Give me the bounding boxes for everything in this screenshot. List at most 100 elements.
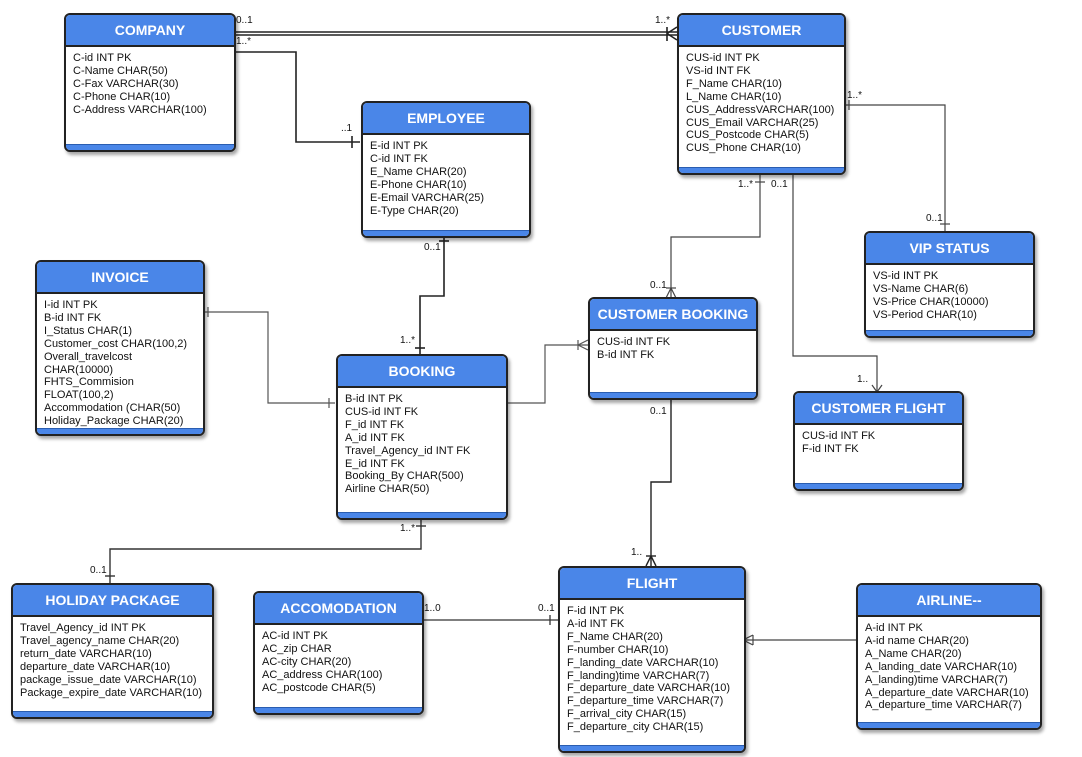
- entity-footer: [37, 428, 203, 434]
- cardinality-label: 1..0: [424, 603, 441, 614]
- entity-footer: [363, 230, 529, 236]
- attribute: CUS-id INT PK: [686, 52, 760, 64]
- attribute: AC-id INT PK: [262, 630, 328, 642]
- attribute: F_departure_date VARCHAR(10): [567, 682, 731, 695]
- entity-title: VIP STATUS: [866, 233, 1033, 265]
- entity-vip-status[interactable]: VIP STATUS VS-id INT PK VS-Name CHAR(6) …: [864, 231, 1035, 338]
- attribute: Travel_agency_name CHAR(20): [20, 634, 180, 647]
- attribute: CUS_Phone CHAR(10): [686, 142, 801, 155]
- entity-holiday-package[interactable]: HOLIDAY PACKAGE Travel_Agency_id INT PK …: [11, 583, 214, 719]
- attribute: C-Fax VARCHAR(30): [73, 77, 179, 90]
- attribute: CUS-id INT FK: [597, 336, 671, 348]
- entity-title: AIRLINE--: [858, 585, 1040, 617]
- cardinality-label: 0..1: [538, 603, 555, 614]
- rel-flight-airline: [742, 634, 857, 646]
- attribute: Travel_Agency_id INT FK: [345, 444, 471, 457]
- attribute: CUS-id INT FK: [802, 430, 876, 442]
- entity-employee[interactable]: EMPLOYEE E-id INT PK C-id INT FK E_Name …: [361, 101, 531, 238]
- cardinality-label: 1..*: [655, 15, 671, 26]
- attribute: VS-id INT FK: [686, 64, 751, 77]
- entity-customer[interactable]: CUSTOMER CUS-id INT PK VS-id INT FK F_Na…: [677, 13, 846, 175]
- entity-title: CUSTOMER FLIGHT: [795, 393, 962, 425]
- rel-customer-customerflight: [792, 174, 883, 393]
- attribute: F_landing_date VARCHAR(10): [567, 656, 719, 669]
- attribute: F_arrival_city CHAR(15): [567, 708, 687, 721]
- attribute: F_Name CHAR(20): [567, 630, 663, 643]
- attribute: C-Phone CHAR(10): [73, 90, 171, 103]
- attribute: A_departure_time VARCHAR(7): [865, 699, 1022, 712]
- cardinality-label: 0..1: [650, 280, 667, 291]
- attribute: VS-Price CHAR(10000): [873, 295, 989, 308]
- attribute: B-id INT PK: [345, 393, 403, 405]
- attribute: C-id INT PK: [73, 52, 132, 64]
- attribute: I-id INT PK: [44, 299, 98, 311]
- entity-title: BOOKING: [338, 356, 506, 388]
- attribute: AC-city CHAR(20): [262, 655, 352, 668]
- attribute: A_landing_date VARCHAR(10): [865, 660, 1018, 673]
- attribute: A_Name CHAR(20): [865, 647, 962, 660]
- attribute: Accommodation (CHAR(50): [44, 402, 181, 415]
- entity-title: ACCOMODATION: [255, 593, 422, 625]
- attribute: B-id INT FK: [44, 311, 102, 324]
- cardinality-label: 1..*: [400, 335, 416, 346]
- attribute: E_id INT FK: [345, 457, 405, 470]
- entity-customer-booking[interactable]: CUSTOMER BOOKING CUS-id INT FK B-id INT …: [588, 297, 758, 400]
- cardinality-label: 0..1: [424, 242, 441, 253]
- rel-accomodation-flight: [421, 615, 558, 625]
- entity-title: INVOICE: [37, 262, 203, 294]
- attribute: F-id INT PK: [567, 605, 625, 617]
- rel-company-customer: [235, 26, 678, 41]
- attribute: A-id name CHAR(20): [865, 634, 969, 647]
- attribute: L_Name CHAR(10): [686, 90, 782, 103]
- attribute: Booking_By CHAR(500): [345, 470, 464, 483]
- cardinality-label: 0..1: [90, 565, 107, 576]
- rel-customer-customerbooking: [665, 174, 765, 299]
- attribute: F_landing)time VARCHAR(7): [567, 669, 710, 682]
- attribute: VS-Period CHAR(10): [873, 308, 977, 321]
- attribute: C-Name CHAR(50): [73, 64, 168, 77]
- entity-footer: [255, 707, 422, 713]
- attribute: F-id INT FK: [802, 442, 859, 455]
- rel-customerbooking-flight: [645, 397, 672, 567]
- attribute: CUS-id INT FK: [345, 405, 419, 418]
- rel-company-employee: [235, 51, 360, 148]
- entity-booking[interactable]: BOOKING B-id INT PK CUS-id INT FK F_id I…: [336, 354, 508, 520]
- entity-title: EMPLOYEE: [363, 103, 529, 135]
- entity-footer: [560, 745, 744, 751]
- attribute: Airline CHAR(50): [345, 483, 430, 496]
- entity-customer-flight[interactable]: CUSTOMER FLIGHT CUS-id INT FK F-id INT F…: [793, 391, 964, 491]
- entity-airline[interactable]: AIRLINE-- A-id INT PK A-id name CHAR(20)…: [856, 583, 1042, 730]
- entity-accomodation[interactable]: ACCOMODATION AC-id INT PK AC_zip CHAR AC…: [253, 591, 424, 715]
- attribute: AC_postcode CHAR(5): [262, 681, 376, 694]
- entity-footer: [858, 722, 1040, 728]
- attribute: F_departure_city CHAR(15): [567, 721, 704, 734]
- entity-footer: [590, 392, 756, 398]
- cardinality-label: 1..*: [236, 36, 252, 47]
- attribute: Package_expire_date VARCHAR(10): [20, 686, 202, 699]
- entity-footer: [866, 330, 1033, 336]
- entity-invoice[interactable]: INVOICE I-id INT PK B-id INT FK I_Status…: [35, 260, 205, 436]
- entity-title: FLIGHT: [560, 568, 744, 600]
- entity-footer: [13, 711, 212, 717]
- cardinality-label: 1..*: [400, 523, 416, 534]
- attribute: E_Name CHAR(20): [370, 165, 467, 178]
- attribute: F_id INT FK: [345, 418, 405, 431]
- cardinality-label: 0..1: [236, 15, 253, 26]
- attribute: F_departure_time VARCHAR(7): [567, 695, 724, 708]
- attribute: A_id INT FK: [345, 431, 405, 444]
- attribute: F-number CHAR(10): [567, 643, 669, 656]
- entity-footer: [795, 483, 962, 489]
- attribute: F_Name CHAR(10): [686, 77, 782, 90]
- entity-footer: [338, 512, 506, 518]
- entity-company[interactable]: COMPANY C-id INT PK C-Name CHAR(50) C-Fa…: [64, 13, 236, 152]
- rel-employee-booking: [415, 234, 449, 355]
- entity-flight[interactable]: FLIGHT F-id INT PK A-id INT FK F_Name CH…: [558, 566, 746, 753]
- attribute: B-id INT FK: [597, 348, 655, 361]
- attribute: VS-Name CHAR(6): [873, 282, 969, 295]
- cardinality-label: 1..*: [738, 179, 754, 190]
- attribute: departure_date VARCHAR(10): [20, 660, 171, 673]
- attribute: E-Type CHAR(20): [370, 204, 459, 217]
- entity-title: CUSTOMER BOOKING: [590, 299, 756, 331]
- attribute: I_Status CHAR(1): [44, 324, 133, 337]
